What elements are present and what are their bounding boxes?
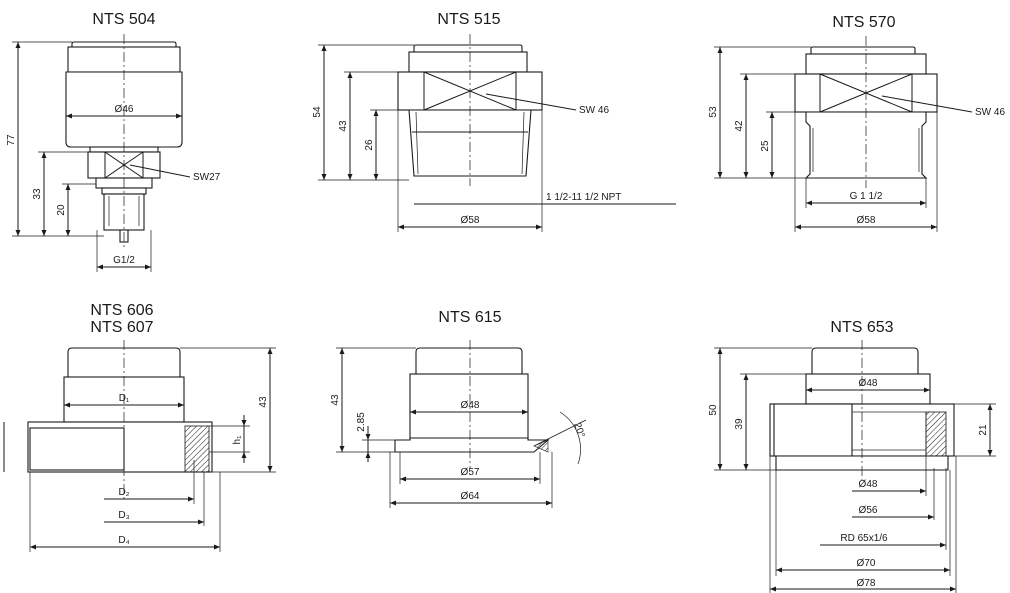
nts606-title-a: NTS 606 (90, 302, 153, 319)
nts515-height-26: 26 (364, 139, 375, 151)
nts570-thread-label: G 1 1/2 (850, 191, 883, 202)
nts606-d4-label: D₄ (118, 535, 129, 546)
nts606-hatched-ring (184, 425, 210, 473)
nts606-drawing: NTS 606 NTS 607 D₁ h₁ 43 D₂ (3, 302, 276, 552)
nts615-title: NTS 615 (438, 309, 501, 326)
nts504-height-33: 33 (32, 188, 43, 200)
nts606-d3-label: D₃ (118, 510, 129, 521)
nts570-height-42: 42 (734, 120, 745, 132)
nts504-title: NTS 504 (92, 11, 155, 28)
nts515-height-43: 43 (338, 120, 349, 132)
nts515-title: NTS 515 (437, 11, 500, 28)
nts606-d1-label: D₁ (119, 393, 130, 404)
nts606-height-total: 43 (258, 396, 269, 408)
nts615-dia48-label: Ø48 (461, 400, 480, 411)
nts615-flange (394, 437, 550, 453)
nts515-height-total: 54 (312, 106, 323, 118)
nts653-dia70-label: Ø70 (857, 558, 876, 569)
nts615-angle-label: 20° (571, 421, 587, 439)
nts504-cap-top (71, 41, 177, 48)
nts570-height-total: 53 (708, 106, 719, 118)
nts653-cap (811, 347, 919, 375)
nts653-thread-label: RD 65x1/6 (840, 533, 888, 544)
nts653-height-39: 39 (734, 418, 745, 430)
nts653-height-21: 21 (978, 424, 989, 436)
nts653-nut-left (773, 403, 853, 457)
nts606-h1-label: h₁ (232, 435, 243, 445)
nts515-thread-label: 1 1/2-11 1/2 NPT (546, 192, 621, 203)
nts653-drawing: NTS 653 Ø48 50 39 21 (708, 319, 996, 593)
nts504-height-20: 20 (56, 204, 67, 216)
nts515-wrench-label: SW 46 (579, 105, 609, 116)
nts570-title: NTS 570 (832, 14, 895, 31)
nts570-cap (810, 46, 916, 55)
nts653-dia56-label: Ø56 (859, 505, 878, 516)
nts615-height-total: 43 (330, 394, 341, 406)
nts615-drawing: NTS 615 Ø48 43 2.85 20° Ø57 (330, 309, 587, 508)
nts606-title-b: NTS 607 (90, 319, 153, 336)
nts504-dia-label: Ø46 (115, 104, 134, 115)
nts615-dia64-label: Ø64 (461, 491, 480, 502)
nts515-dia-label: Ø58 (461, 215, 480, 226)
nts653-height-50: 50 (708, 404, 719, 416)
nts653-dia78-label: Ø78 (857, 578, 876, 589)
nts504-drawing: NTS 504 Ø46 SW27 77 33 (6, 11, 221, 272)
nts606-socket-inner (29, 427, 125, 471)
nts615-height-285: 2.85 (356, 412, 367, 432)
nts653-dia48-label: Ø48 (859, 479, 878, 490)
nts504-height-total: 77 (6, 134, 17, 146)
nts504-thread-label: G1/2 (113, 255, 135, 266)
nts570-height-25: 25 (760, 140, 771, 152)
nts606-d2-label: D₂ (118, 487, 129, 498)
nts615-dia57-label: Ø57 (461, 467, 480, 478)
nts515-cap (413, 44, 523, 53)
nts653-title: NTS 653 (830, 319, 893, 336)
nts615-cap (415, 347, 523, 375)
nts515-drawing: NTS 515 SW 46 54 43 26 1 1/2-11 1/2 NPT (312, 11, 676, 232)
nts504-wrench-label: SW27 (193, 172, 221, 183)
nts570-drawing: NTS 570 SW 46 53 42 25 G 1 1/2 (708, 14, 1005, 232)
nts515-upper-body (408, 51, 528, 73)
nts653-dia48-top-label: Ø48 (859, 378, 878, 389)
nts570-dia-label: Ø58 (857, 215, 876, 226)
nts615-housing (409, 373, 529, 441)
nts570-wrench-label: SW 46 (975, 107, 1005, 118)
